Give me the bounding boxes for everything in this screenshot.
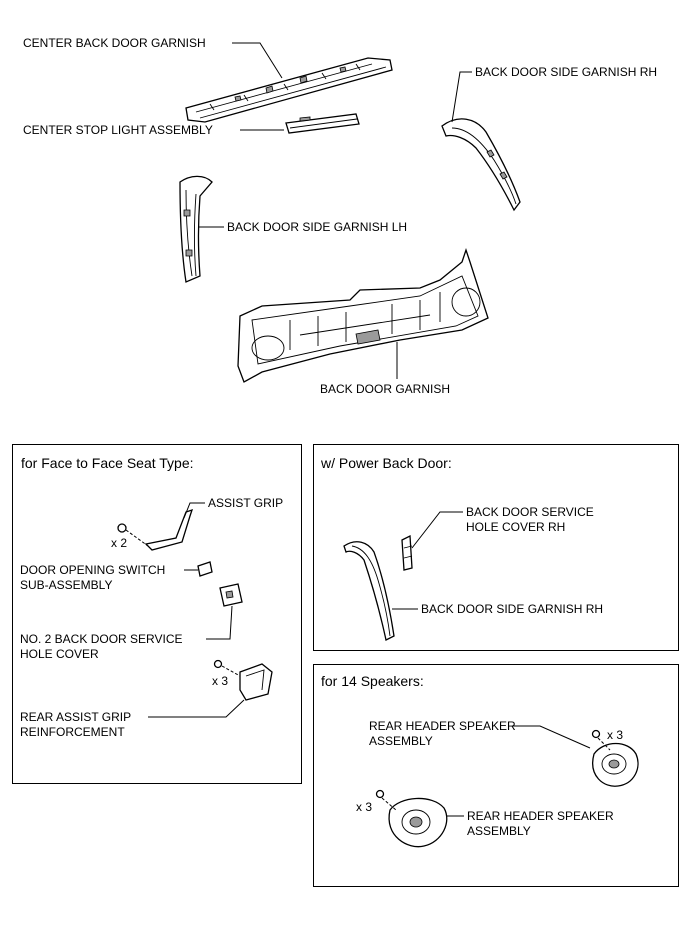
center-back-door-garnish-part bbox=[185, 57, 393, 123]
no2-service-hole-cover-part bbox=[206, 583, 243, 640]
power-back-door-box bbox=[313, 444, 679, 651]
label-rear-assist-grip-reinforcement: REAR ASSIST GRIP REINFORCEMENT bbox=[20, 710, 132, 739]
label-back-door-side-garnish-lh: BACK DOOR SIDE GARNISH LH bbox=[227, 220, 408, 234]
leader-center-back-door-garnish bbox=[232, 42, 283, 79]
speaker-lower-part bbox=[375, 789, 464, 848]
leader-side-garnish-rh bbox=[451, 71, 472, 123]
label-door-opening-switch: DOOR OPENING SWITCH SUB-ASSEMBLY bbox=[20, 563, 166, 592]
speakers-box bbox=[313, 664, 679, 887]
door-opening-switch-part bbox=[184, 561, 213, 577]
label-back-door-side-garnish-rh: BACK DOOR SIDE GARNISH RH bbox=[475, 65, 658, 79]
label-center-back-door-garnish: CENTER BACK DOOR GARNISH bbox=[23, 36, 206, 50]
power-side-garnish-rh-part bbox=[343, 541, 418, 641]
label-no2-service-hole-cover: NO. 2 BACK DOOR SERVICE HOLE COVER bbox=[20, 632, 183, 661]
back-door-side-garnish-rh-part bbox=[441, 118, 521, 212]
label-qty-speaker-upper: x 3 bbox=[607, 728, 624, 742]
power-back-door-box-title: w/ Power Back Door: bbox=[321, 455, 452, 471]
label-qty-assist-grip: x 2 bbox=[111, 536, 128, 550]
label-speaker-lower: REAR HEADER SPEAKER ASSEMBLY bbox=[467, 809, 614, 838]
back-door-side-garnish-lh-part bbox=[179, 175, 213, 283]
back-door-garnish-part bbox=[237, 247, 489, 383]
label-back-door-garnish: BACK DOOR GARNISH bbox=[320, 382, 451, 396]
label-assist-grip: ASSIST GRIP bbox=[208, 496, 284, 510]
label-center-stop-light-assembly: CENTER STOP LIGHT ASSEMBLY bbox=[23, 123, 213, 137]
face-to-face-box-title: for Face to Face Seat Type: bbox=[21, 455, 194, 471]
speakers-box-title: for 14 Speakers: bbox=[321, 673, 424, 689]
label-qty-speaker-lower: x 3 bbox=[356, 800, 373, 814]
face-to-face-seat-box bbox=[12, 444, 302, 784]
label-qty-reinforcement: x 3 bbox=[212, 674, 229, 688]
service-hole-cover-rh-part bbox=[401, 511, 463, 571]
label-service-hole-cover-rh: BACK DOOR SERVICE HOLE COVER RH bbox=[466, 505, 594, 534]
label-speaker-upper: REAR HEADER SPEAKER ASSEMBLY bbox=[369, 719, 516, 748]
speaker-upper-part bbox=[512, 725, 639, 787]
rear-assist-grip-reinforcement-part bbox=[148, 659, 273, 718]
center-stop-light-part bbox=[285, 113, 360, 134]
assist-grip-part bbox=[117, 502, 205, 551]
label-power-side-garnish-rh: BACK DOOR SIDE GARNISH RH bbox=[421, 602, 604, 616]
